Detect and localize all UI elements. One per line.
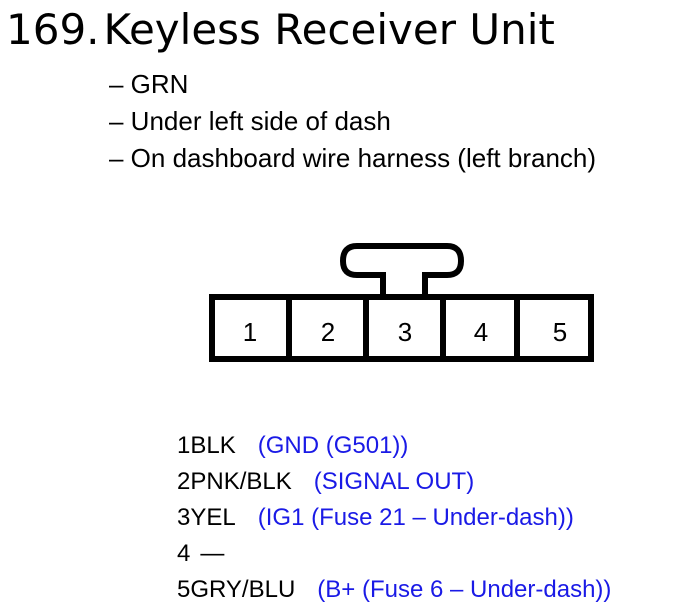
pinout-row-3: 3YEL (IG1 (Fuse 21 – Under-dash)) <box>177 500 611 536</box>
title-number: 169. <box>6 5 100 54</box>
pin-label-2: 2 <box>321 317 335 347</box>
page-title: 169.Keyless Receiver Unit <box>6 2 555 58</box>
wire-color: — <box>200 540 225 567</box>
pin-number: 4 <box>177 540 191 567</box>
pin-label-4: 4 <box>474 317 488 347</box>
pin-number: 3 <box>177 504 191 531</box>
wire-color: PNK/BLK <box>190 468 292 495</box>
pin-label-5: 5 <box>553 317 567 347</box>
pin-number: 1 <box>177 432 191 459</box>
info-location: – Under left side of dash <box>109 106 391 136</box>
info-harness: – On dashboard wire harness (left branch… <box>109 143 597 173</box>
pin-description: (IG1 (Fuse 21 – Under-dash)) <box>257 504 574 531</box>
pinout-row-1: 1BLK (GND (G501)) <box>177 428 611 464</box>
location-info: – GRN – Under left side of dash – On das… <box>109 66 596 177</box>
title-text: Keyless Receiver Unit <box>103 5 555 54</box>
pin-label-1: 1 <box>243 317 257 347</box>
pinout-row-2: 2PNK/BLK (SIGNAL OUT) <box>177 464 611 500</box>
pin-description: (GND (G501)) <box>257 432 409 459</box>
connector-body <box>209 294 594 362</box>
pin-number: 2 <box>177 468 191 495</box>
wire-color: GRY/BLU <box>190 576 296 603</box>
pinout-row-5: 5GRY/BLU (B+ (Fuse 6 – Under-dash)) <box>177 572 611 608</box>
pin-description: (SIGNAL OUT) <box>313 468 475 495</box>
connector-lock-tab <box>339 243 465 297</box>
pinout-row-4: 4— <box>177 536 611 572</box>
wire-color: BLK <box>190 432 236 459</box>
wire-color: YEL <box>190 504 236 531</box>
info-color: – GRN <box>109 69 189 99</box>
pin-label-3: 3 <box>398 317 412 347</box>
pin-number: 5 <box>177 576 191 603</box>
pin-description: (B+ (Fuse 6 – Under-dash)) <box>317 576 612 603</box>
pinout-list: 1BLK (GND (G501)) 2PNK/BLK (SIGNAL OUT) 3Y… <box>177 428 611 608</box>
